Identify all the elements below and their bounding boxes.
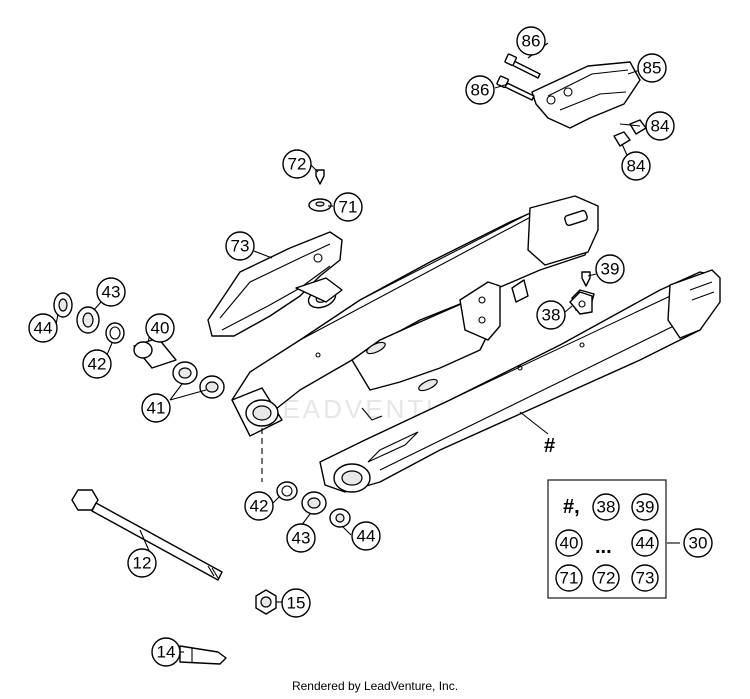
needle-bearing-41b [199, 375, 225, 399]
nut-84-upper [629, 119, 647, 135]
screw-72 [315, 169, 325, 185]
svg-text:44: 44 [357, 527, 376, 546]
kit-item-38[interactable]: 38 [592, 493, 620, 521]
svg-text:86: 86 [471, 81, 490, 100]
callout-85[interactable]: 85 [637, 53, 667, 83]
kit-hash-label: #, [563, 496, 580, 518]
svg-text:43: 43 [292, 529, 311, 548]
callout-42-right[interactable]: 42 [244, 491, 274, 521]
washer-42-right [276, 481, 298, 501]
svg-text:14: 14 [157, 643, 176, 662]
bolt-86-lower [496, 75, 535, 101]
washer-71 [308, 198, 332, 212]
callout-73[interactable]: 73 [225, 231, 255, 261]
svg-text:86: 86 [522, 32, 541, 51]
svg-text:30: 30 [689, 534, 708, 553]
svg-text:43: 43 [102, 283, 121, 302]
callout-14[interactable]: 14 [151, 637, 181, 667]
svg-text:84: 84 [651, 117, 670, 136]
chain-guide [531, 61, 641, 129]
callout-43-right[interactable]: 43 [286, 523, 316, 553]
callout-72[interactable]: 72 [282, 149, 312, 179]
svg-text:40: 40 [151, 319, 170, 338]
callout-44-left[interactable]: 44 [28, 313, 58, 343]
callout-41[interactable]: 41 [141, 393, 171, 423]
chain-slider [207, 231, 343, 337]
nut-84-lower [613, 131, 631, 147]
callout-43-left[interactable]: 43 [96, 277, 126, 307]
swingarm-label: # [544, 435, 555, 457]
pin-14 [179, 645, 227, 665]
callout-84-upper[interactable]: 84 [645, 111, 675, 141]
kit-ellipsis: ... [595, 536, 612, 558]
swingarm: # [231, 195, 721, 493]
callout-15[interactable]: 15 [281, 588, 311, 618]
bearing-43-right [301, 491, 327, 515]
svg-text:40: 40 [560, 534, 579, 553]
svg-text:42: 42 [250, 497, 269, 516]
callout-42-left[interactable]: 42 [82, 349, 112, 379]
washer-42-left [105, 322, 125, 344]
callout-40[interactable]: 40 [145, 313, 175, 343]
svg-text:85: 85 [643, 59, 662, 78]
svg-text:38: 38 [597, 498, 616, 517]
screw-39 [581, 271, 591, 287]
svg-text:71: 71 [339, 198, 358, 217]
svg-text:12: 12 [133, 554, 152, 573]
callout-71[interactable]: 71 [333, 192, 363, 222]
svg-text:72: 72 [288, 155, 307, 174]
kit-item-44[interactable]: 44 [631, 529, 659, 557]
callout-30[interactable]: 30 [683, 528, 713, 558]
seal-44-left [53, 292, 73, 318]
clip-38 [569, 291, 593, 315]
kit-item-40[interactable]: 40 [555, 529, 583, 557]
callout-39[interactable]: 39 [595, 254, 625, 284]
svg-text:84: 84 [627, 157, 646, 176]
svg-text:15: 15 [287, 594, 306, 613]
bearing-43-left [76, 306, 100, 334]
callout-86-lower[interactable]: 86 [465, 75, 495, 105]
footer-credit: Rendered by LeadVenture, Inc. [292, 679, 458, 693]
kit-item-73[interactable]: 73 [631, 564, 659, 592]
svg-text:73: 73 [636, 569, 655, 588]
callout-86-upper[interactable]: 86 [516, 26, 546, 56]
svg-text:44: 44 [34, 319, 53, 338]
svg-text:39: 39 [636, 498, 655, 517]
svg-text:71: 71 [560, 569, 579, 588]
svg-text:44: 44 [636, 534, 655, 553]
callout-44-right[interactable]: 44 [351, 521, 381, 551]
svg-text:41: 41 [147, 399, 166, 418]
callout-38[interactable]: 38 [536, 300, 566, 330]
kit-item-72[interactable]: 72 [592, 564, 620, 592]
pivot-shaft [71, 489, 223, 581]
svg-text:38: 38 [542, 306, 561, 325]
svg-text:73: 73 [231, 237, 250, 256]
svg-text:72: 72 [597, 569, 616, 588]
nut-15 [255, 589, 277, 615]
bolt-86-upper [504, 53, 541, 79]
kit-item-71[interactable]: 71 [555, 564, 583, 592]
svg-text:39: 39 [601, 260, 620, 279]
kit-item-39[interactable]: 39 [631, 493, 659, 521]
callout-12[interactable]: 12 [127, 548, 157, 578]
sleeve-40 [133, 337, 177, 369]
needle-bearing-41a [172, 361, 198, 385]
svg-text:42: 42 [88, 355, 107, 374]
callout-84-lower[interactable]: 84 [621, 151, 651, 181]
seal-44-right [329, 508, 351, 528]
